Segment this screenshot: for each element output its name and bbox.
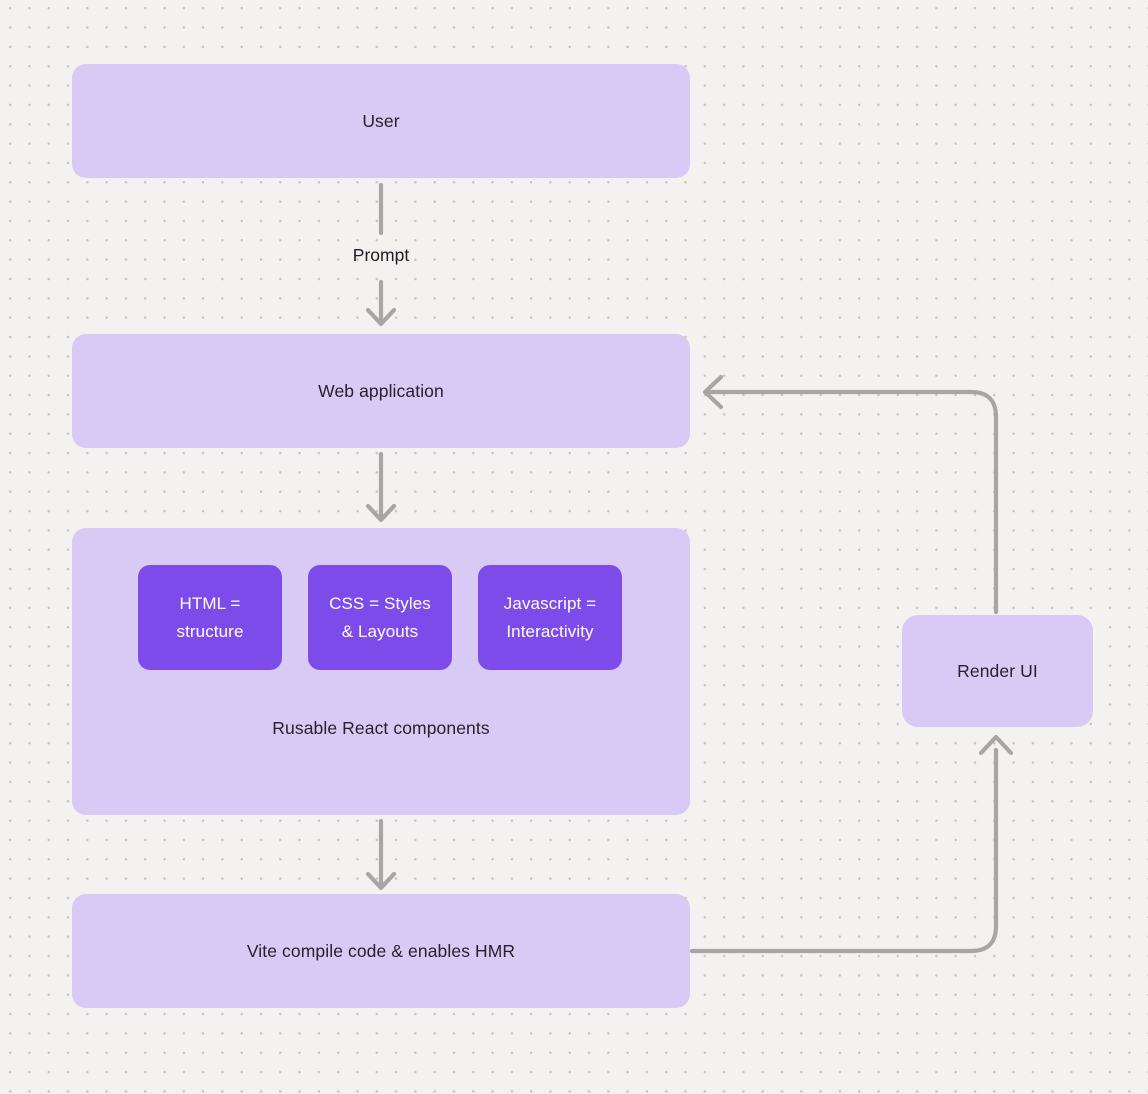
node-html[interactable]: HTML = structure xyxy=(138,565,282,670)
node-web-application-label: Web application xyxy=(318,380,444,401)
node-render-ui-label: Render UI xyxy=(957,660,1038,681)
arrowhead-down-icon xyxy=(365,307,397,327)
node-javascript[interactable]: Javascript = Interactivity xyxy=(478,565,622,670)
arrow-vite-to-render xyxy=(689,734,1014,954)
components-row: HTML = structure CSS = Styles & Layouts … xyxy=(138,565,622,670)
node-vite[interactable]: Vite compile code & enables HMR xyxy=(72,894,690,1008)
node-vite-label: Vite compile code & enables HMR xyxy=(246,940,516,961)
node-css-label: CSS = Styles & Layouts xyxy=(329,593,431,641)
arrow-webapp-to-components xyxy=(365,451,397,523)
node-javascript-label: Javascript = Interactivity xyxy=(503,593,597,641)
arrow-shaft xyxy=(689,747,999,954)
node-user-label: User xyxy=(362,110,400,131)
edge-label-prompt: Prompt xyxy=(352,245,410,265)
arrowhead-up-icon xyxy=(978,734,1014,756)
arrow-components-to-vite xyxy=(365,818,397,891)
arrowhead-down-icon xyxy=(365,503,397,523)
node-css[interactable]: CSS = Styles & Layouts xyxy=(308,565,452,670)
node-html-label: HTML = structure xyxy=(176,593,244,641)
arrow-render-to-webapp xyxy=(702,374,999,615)
node-web-application[interactable]: Web application xyxy=(72,334,690,448)
group-label: Rusable React components xyxy=(272,718,490,738)
arrow-shaft xyxy=(704,389,999,615)
arrowhead-left-icon xyxy=(702,374,724,410)
node-react-components-group[interactable]: HTML = structure CSS = Styles & Layouts … xyxy=(72,528,690,815)
node-user[interactable]: User xyxy=(72,64,690,178)
node-render-ui[interactable]: Render UI xyxy=(902,615,1093,727)
arrowhead-down-icon xyxy=(365,871,397,891)
